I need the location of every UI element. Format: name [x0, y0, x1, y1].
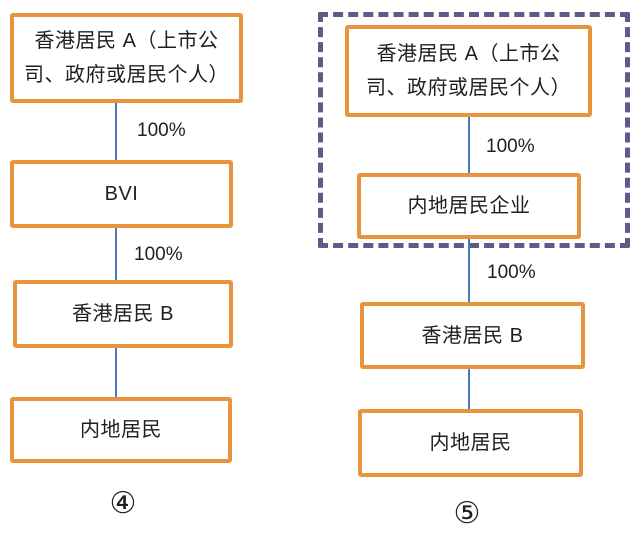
- left-node-hk-resident-b-label: 香港居民 B: [72, 303, 174, 325]
- left-node-mainland-resident-label: 内地居民: [80, 419, 162, 441]
- left-node-hk-resident-a-label: 香港居民 A（上市公司、政府或居民个人）: [24, 30, 229, 86]
- left-diagram-caption: ④: [109, 487, 137, 520]
- right-connector-a-to-enterprise: [468, 117, 470, 173]
- left-node-bvi-label: BVI: [104, 183, 139, 205]
- right-connector-enterprise-to-b: [468, 239, 470, 302]
- right-node-hk-resident-b: 香港居民 B: [360, 302, 585, 369]
- right-connector-b-to-mainland: [468, 369, 470, 409]
- left-edge-label-1: 100%: [137, 120, 186, 141]
- right-node-mainland-resident-enterprise: 内地居民企业: [357, 173, 581, 239]
- left-node-hk-resident-b: 香港居民 B: [13, 280, 233, 348]
- left-node-hk-resident-a: 香港居民 A（上市公司、政府或居民个人）: [10, 13, 243, 103]
- left-node-bvi: BVI: [10, 160, 233, 228]
- left-connector-a-to-bvi: [115, 103, 117, 160]
- right-node-mainland-resident: 内地居民: [358, 409, 583, 477]
- right-node-hk-resident-b-label: 香港居民 B: [421, 324, 524, 347]
- right-node-mainland-resident-enterprise-label: 内地居民企业: [407, 195, 531, 217]
- left-connector-b-to-mainland: [115, 348, 117, 397]
- right-edge-label-2: 100%: [487, 262, 536, 283]
- left-edge-label-2: 100%: [134, 244, 183, 265]
- right-node-hk-resident-a-label: 香港居民 A（上市公司、政府或居民个人）: [366, 43, 571, 99]
- left-node-mainland-resident: 内地居民: [10, 397, 232, 463]
- right-diagram-caption: ⑤: [453, 497, 481, 530]
- left-connector-bvi-to-b: [115, 228, 117, 280]
- right-group-dashed-border: [318, 12, 630, 248]
- right-node-mainland-resident-label: 内地居民: [429, 432, 512, 454]
- right-edge-label-1: 100%: [486, 136, 535, 157]
- right-node-hk-resident-a: 香港居民 A（上市公司、政府或居民个人）: [345, 25, 592, 117]
